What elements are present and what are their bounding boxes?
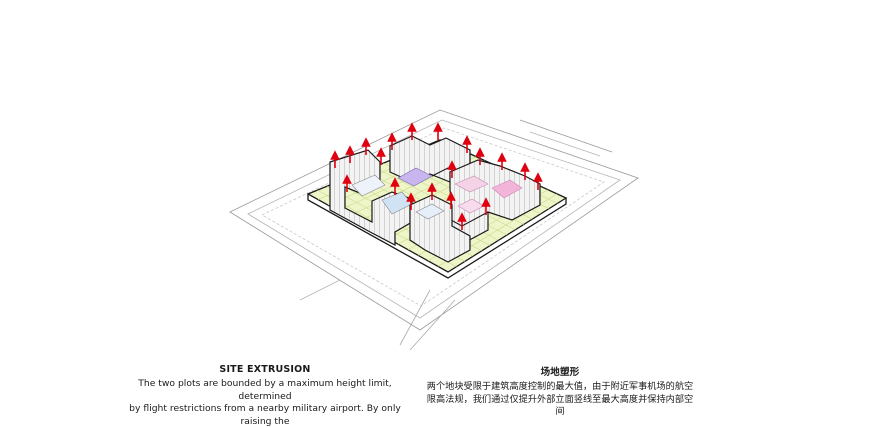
plot-center-walls <box>389 135 471 187</box>
site-extrusion-diagram <box>229 109 639 351</box>
caption-title-en: SITE EXTRUSION <box>219 364 311 375</box>
caption-english: SITE EXTRUSION The two plots are bounded… <box>120 364 410 428</box>
plot-front-walls <box>409 194 471 263</box>
caption-body-en: The two plots are bounded by a maximum h… <box>129 378 401 427</box>
caption-chinese: 场地塑形 两个地块受限于建筑高度控制的最大值，由于附近军事机场的航空 限高法规，… <box>425 364 695 419</box>
plot-left-walls <box>329 149 413 246</box>
extrusion-arrows <box>330 122 543 230</box>
caption-title-zh: 场地塑形 <box>540 367 580 378</box>
